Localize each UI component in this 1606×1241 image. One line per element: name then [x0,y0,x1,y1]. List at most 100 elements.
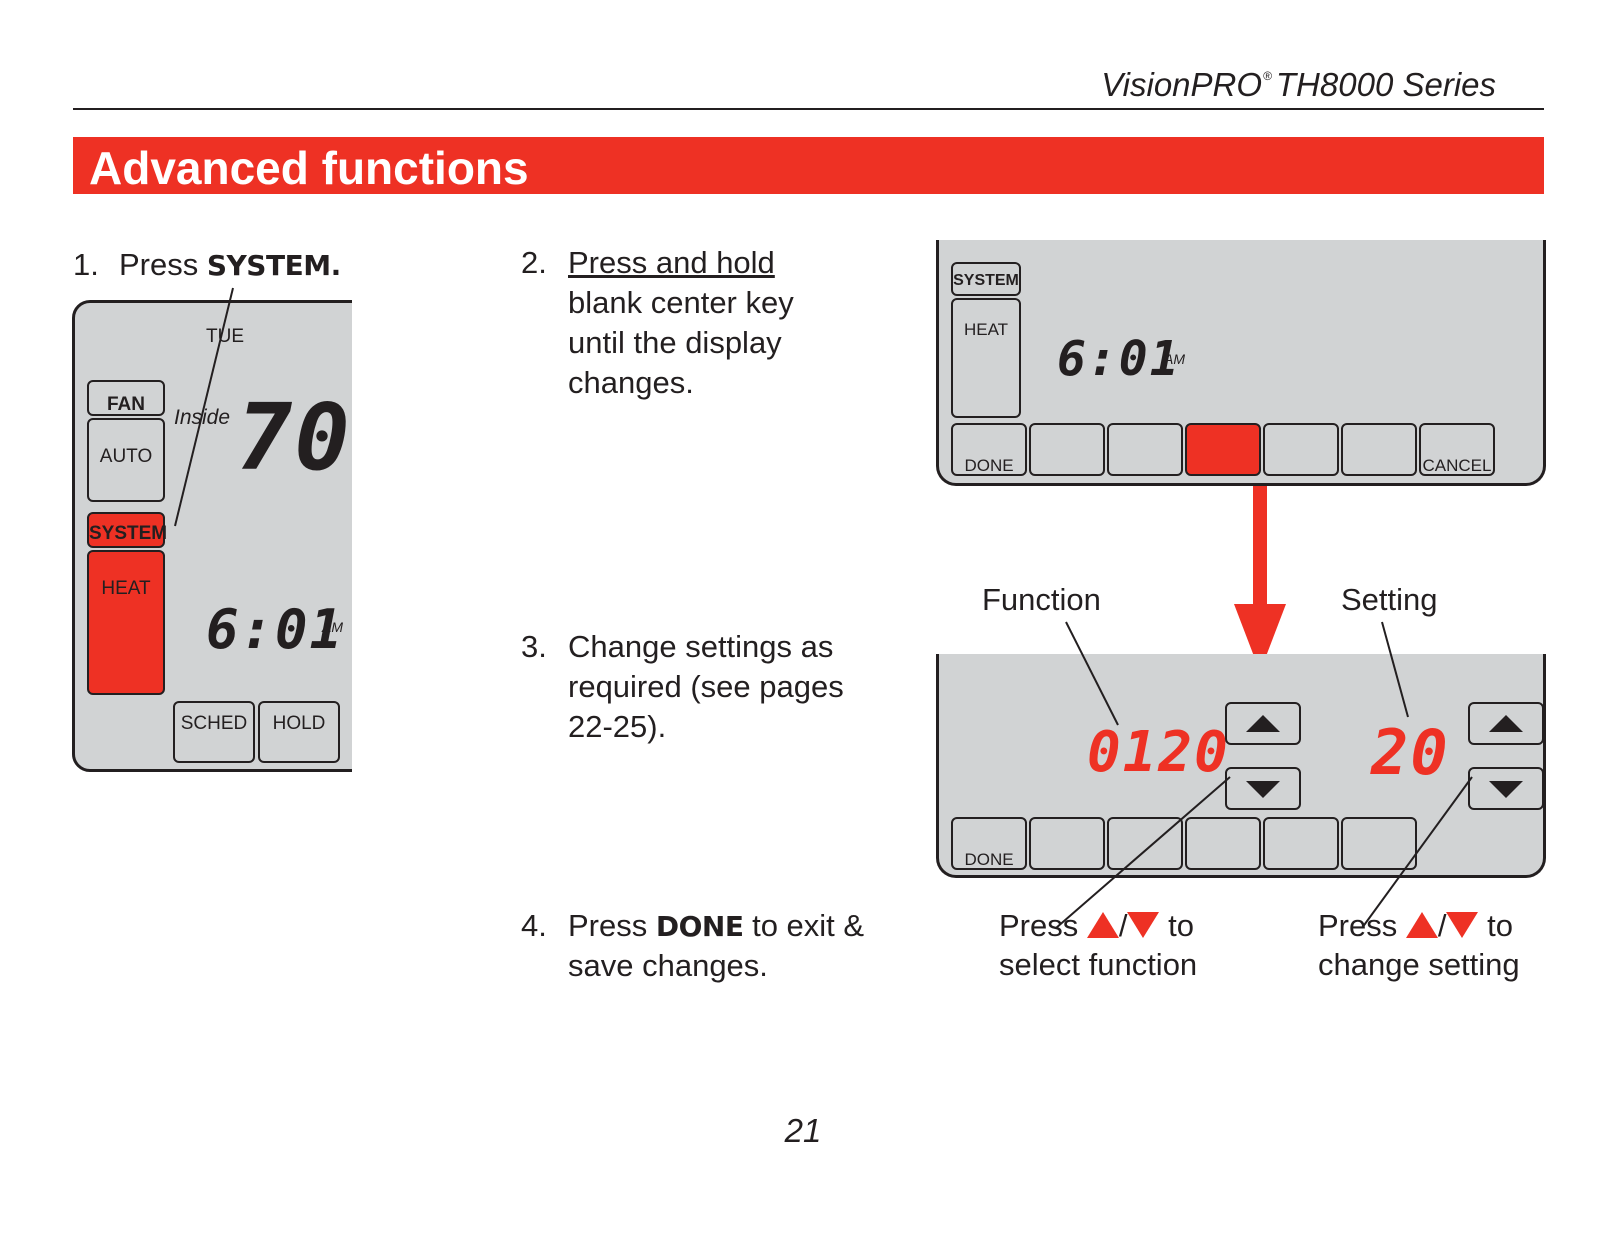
red-down-triangle-icon [1446,912,1479,938]
system-label-2: SYSTEM [953,272,1019,289]
change-setting-note: Press / to change setting [1318,906,1520,984]
note-left-slash: / [1118,908,1128,943]
fan-value: AUTO [99,446,153,467]
system-mode-display: HEAT [87,550,165,695]
red-up-triangle-icon [1405,912,1438,938]
step-3-line-2: required (see pages [568,669,844,704]
thermostat-home-screen: TUE FAN AUTO Inside 70 SYSTEM HEAT 6:01 … [72,300,352,772]
step-2-line-1: Press and hold [568,245,775,280]
system-value: HEAT [101,578,151,599]
system-mode-display-2: HEAT [951,298,1021,418]
hold-label: HOLD [272,713,326,734]
series-name: TH8000 Series [1275,66,1496,103]
blank-center-key[interactable] [1185,423,1261,476]
sched-button[interactable]: SCHED [173,701,255,763]
step-4-post: to exit & [743,908,865,943]
blank-key-b[interactable] [1107,817,1183,870]
note-left-line-2: select function [999,947,1198,982]
step-1-number: 1. [73,247,99,282]
select-function-note: Press / to select function [999,906,1197,984]
page-number: 21 [784,1112,822,1149]
setting-up-button[interactable] [1468,702,1544,745]
blank-key-d[interactable] [1263,817,1339,870]
red-up-triangle-icon [1086,912,1119,938]
clock-ampm-2: AM [1164,351,1185,367]
step-2-line-2: blank center key [568,285,794,320]
step-3-line-3: 22-25). [568,709,667,744]
step-2: 2. Press and hold blank center key until… [521,242,841,412]
done-label-2: DONE [964,456,1014,475]
setting-button-leader-line [1361,776,1473,929]
clock-time-2: 6:01 [1057,331,1181,387]
note-right-post: to [1478,908,1513,943]
note-left-post: to [1159,908,1194,943]
setting-leader-line [1381,621,1409,718]
step-2-number: 2. [521,245,547,280]
blank-key-5[interactable] [1341,423,1417,476]
function-number: 0120 [1087,720,1230,785]
step-3-line-1: Change settings as [568,629,834,664]
down-arrow-icon [1246,781,1280,798]
day-label: TUE [206,326,244,347]
step-4-number: 4. [521,908,547,943]
fan-mode-display: AUTO [87,418,165,502]
note-left-pre: Press [999,908,1087,943]
done-button-3[interactable]: DONE [951,817,1027,870]
blank-key-c[interactable] [1185,817,1261,870]
system-button[interactable]: SYSTEM [87,512,168,548]
indoor-temperature: 70 [237,384,352,491]
blank-key-a[interactable] [1029,817,1105,870]
blank-key-e[interactable] [1341,817,1417,870]
header-rule [73,108,1544,110]
system-leader-line [174,287,234,527]
blank-key-1[interactable] [1029,423,1105,476]
up-arrow-icon [1489,715,1523,732]
step-4-pre: Press [568,908,656,943]
clock-time: 6:01 [206,598,345,661]
section-title: Advanced functions [89,142,529,194]
clock-ampm: AM [322,619,343,635]
function-button-leader-line [1055,776,1231,929]
note-right-pre: Press [1318,908,1406,943]
step-4: 4. Press DONE to exit & save changes. [521,905,901,995]
product-name: VisionPRO [1101,66,1263,103]
cancel-button-2[interactable]: CANCEL [1419,423,1495,476]
setting-callout-label: Setting [1341,582,1438,617]
setting-value: 20 [1371,716,1450,789]
setting-down-button[interactable] [1468,767,1544,810]
function-leader-line [1065,621,1119,726]
system-label: SYSTEM [89,523,168,544]
step-1-end: . [330,249,342,282]
fan-label: FAN [107,394,145,415]
thermostat-setup-screen: 0120 20 DONE [936,654,1546,878]
fan-button[interactable]: FAN [87,380,165,416]
system-value-2: HEAT [963,320,1009,339]
system-button-2[interactable]: SYSTEM [951,262,1021,296]
function-down-button[interactable] [1225,767,1301,810]
step-4-line-2: save changes. [568,948,768,983]
blank-key-2[interactable] [1107,423,1183,476]
section-banner: Advanced functions [73,137,1544,194]
done-button-2[interactable]: DONE [951,423,1027,476]
step-1: 1. Press SYSTEM. [73,244,373,289]
registered-mark: ® [1263,69,1272,83]
note-right-slash: / [1437,908,1447,943]
step-1-text: Press [119,247,207,282]
step-3-number: 3. [521,629,547,664]
function-callout-label: Function [982,582,1101,617]
function-up-button[interactable] [1225,702,1301,745]
step-1-key: SYSTEM [206,249,331,282]
down-arrow-icon [1489,781,1523,798]
blank-key-4[interactable] [1263,423,1339,476]
series-title: VisionPRO®TH8000 Series [1101,66,1496,104]
step-4-key: DONE [655,910,744,943]
cancel-label-2: CANCEL [1422,456,1492,475]
red-down-triangle-icon [1127,912,1160,938]
transition-arrow-shaft [1253,486,1267,606]
thermostat-pre-setup-screen: SYSTEM HEAT 6:01 AM DONE CANCEL [936,240,1546,486]
done-label-3: DONE [964,850,1014,869]
sched-label: SCHED [180,713,248,734]
step-2-line-3: until the display [568,325,782,360]
hold-button[interactable]: HOLD [258,701,340,763]
